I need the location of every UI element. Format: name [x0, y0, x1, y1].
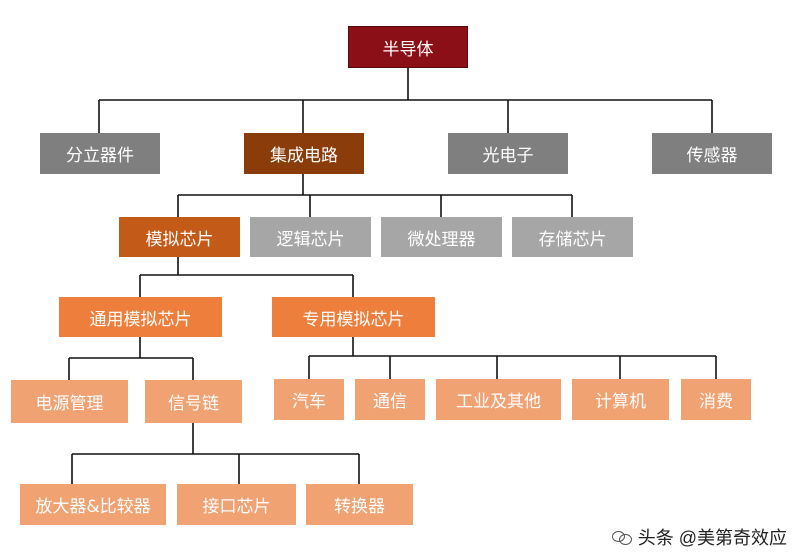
- node-general-analog-chips: 通用模拟芯片: [59, 297, 222, 337]
- node-integrated-circuits: 集成电路: [244, 133, 364, 174]
- node-sensors: 传感器: [652, 133, 772, 174]
- node-amplifiers-comparators: 放大器&比较器: [20, 484, 166, 525]
- node-signal-chain: 信号链: [145, 380, 242, 423]
- node-consumer: 消费: [681, 379, 751, 420]
- node-logic-chips: 逻辑芯片: [250, 217, 371, 257]
- node-industrial-and-other: 工业及其他: [436, 379, 561, 420]
- node-microprocessors: 微处理器: [381, 217, 502, 257]
- wechat-icon: [611, 529, 632, 545]
- node-power-management: 电源管理: [11, 380, 128, 423]
- node-semiconductor: 半导体: [348, 26, 468, 68]
- node-communications: 通信: [355, 379, 425, 420]
- watermark: 头条 @美第奇效应: [611, 524, 787, 550]
- node-automotive: 汽车: [274, 379, 344, 420]
- watermark-text: 头条 @美第奇效应: [637, 528, 787, 548]
- node-memory-chips: 存储芯片: [512, 217, 633, 257]
- node-computers: 计算机: [572, 379, 669, 420]
- node-optoelectronics: 光电子: [448, 133, 568, 174]
- node-analog-chips: 模拟芯片: [119, 217, 240, 257]
- node-interface-chips: 接口芯片: [177, 484, 296, 525]
- node-discrete-devices: 分立器件: [40, 133, 160, 174]
- node-converters: 转换器: [306, 484, 413, 525]
- node-special-analog-chips: 专用模拟芯片: [272, 297, 435, 337]
